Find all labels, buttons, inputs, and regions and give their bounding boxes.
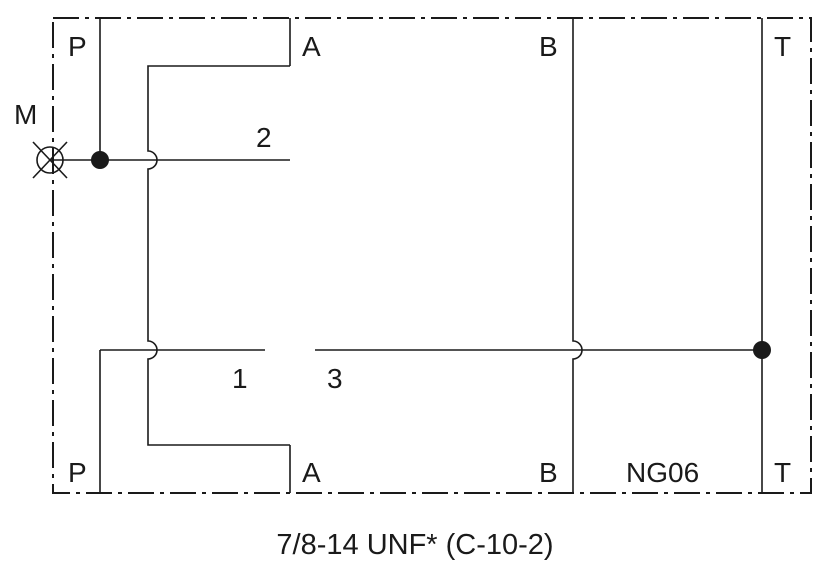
port-label-a-top: A — [302, 31, 321, 62]
port-label-a-bottom: A — [302, 457, 321, 488]
gauge-label: M — [14, 99, 37, 130]
outer-frame — [52, 17, 812, 494]
port-label-p-bottom: P — [68, 457, 87, 488]
port-label-t-top: T — [774, 31, 791, 62]
cavity-caption: 7/8-14 UNF* (C-10-2) — [276, 529, 553, 561]
line-number-3: 3 — [327, 363, 343, 394]
line-number-1: 1 — [232, 363, 248, 394]
port-label-p-top: P — [68, 31, 87, 62]
port-label-b-top: B — [539, 31, 558, 62]
size-label: NG06 — [626, 457, 699, 488]
line-number-2: 2 — [256, 122, 272, 153]
p-junction-node — [91, 151, 109, 169]
b-channel — [572, 18, 583, 493]
port-label-b-bottom: B — [539, 457, 558, 488]
gauge-point-icon — [32, 141, 68, 179]
port-label-t-bottom: T — [774, 457, 791, 488]
a-channel — [147, 65, 290, 446]
t-junction-node — [753, 341, 771, 359]
